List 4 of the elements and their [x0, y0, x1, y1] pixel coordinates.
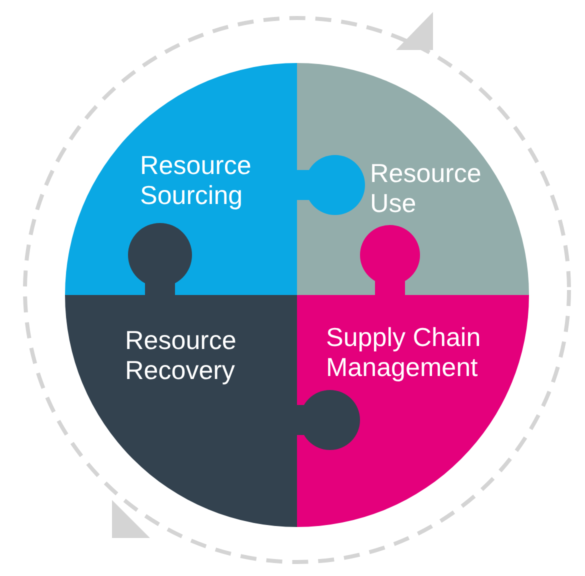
piece-label: Resource Sourcing	[140, 150, 252, 210]
piece-label: Supply Chain Management	[326, 322, 482, 382]
piece-label: Resource Recovery	[125, 325, 238, 385]
piece-label: Resource Use	[370, 158, 482, 218]
